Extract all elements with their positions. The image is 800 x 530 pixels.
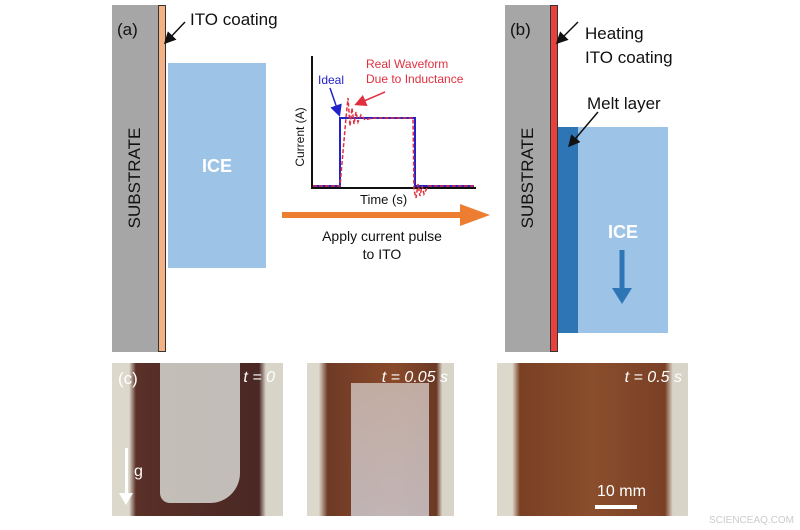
ice-a-label: ICE <box>201 156 232 176</box>
photo-t05: t = 0.5 s 10 mm <box>497 363 688 516</box>
ideal-pointer <box>329 87 342 117</box>
ice-block <box>160 363 240 503</box>
falling-ice <box>351 383 429 516</box>
inset-ylabel: Current (A) <box>293 107 307 167</box>
photo-t005: t = 0.05 s <box>307 363 454 516</box>
real-label-1: Real Waveform <box>366 57 449 71</box>
process-arrow <box>282 204 490 226</box>
ito-pointer-b <box>555 21 579 45</box>
panel-c-label: (c) <box>118 369 138 388</box>
melt-layer-label: Melt layer <box>587 94 661 113</box>
gravity-arrow <box>125 448 128 498</box>
ice-falling-arrow <box>612 250 632 304</box>
scale-bar-label: 10 mm <box>597 483 646 500</box>
inset-xlabel: Time (s) <box>360 192 408 207</box>
ito-coating-a <box>158 5 166 352</box>
diagram-overlay <box>163 21 632 304</box>
substrate-a <box>112 5 158 352</box>
ice-b-label: ICE <box>607 222 638 242</box>
heating-label-1: Heating <box>585 24 644 43</box>
time-label-2: t = 0.5 s <box>624 369 682 386</box>
heating-label-2: ITO coating <box>585 48 673 67</box>
melt-pointer <box>568 111 599 148</box>
process-label-1: Apply current pulse <box>322 228 442 244</box>
substrate-b <box>505 5 550 352</box>
panel-a-label: (a) <box>117 20 138 39</box>
ito-coating-a-label: ITO coating <box>190 10 278 29</box>
gravity-label: g <box>134 463 143 480</box>
ideal-label: Ideal <box>318 73 345 87</box>
real-label-2: Due to Inductance <box>366 72 464 86</box>
panel-b-label: (b) <box>510 20 531 39</box>
melt-layer <box>558 127 578 333</box>
ice-a <box>168 63 266 268</box>
ideal-waveform <box>313 117 474 187</box>
scale-bar <box>595 505 637 509</box>
watermark: SCIENCEAQ.COM <box>708 515 794 526</box>
real-pointer <box>354 91 386 106</box>
time-label-1: t = 0.05 s <box>381 369 448 386</box>
gravity-arrowhead <box>119 493 133 505</box>
process-label-2: to ITO <box>362 246 402 262</box>
real-waveform <box>313 97 474 199</box>
time-label-0: t = 0 <box>243 369 275 386</box>
heating-ito-b <box>550 5 558 352</box>
photo-t0: (c) t = 0 g <box>112 363 283 516</box>
ito-pointer-a <box>163 21 186 45</box>
